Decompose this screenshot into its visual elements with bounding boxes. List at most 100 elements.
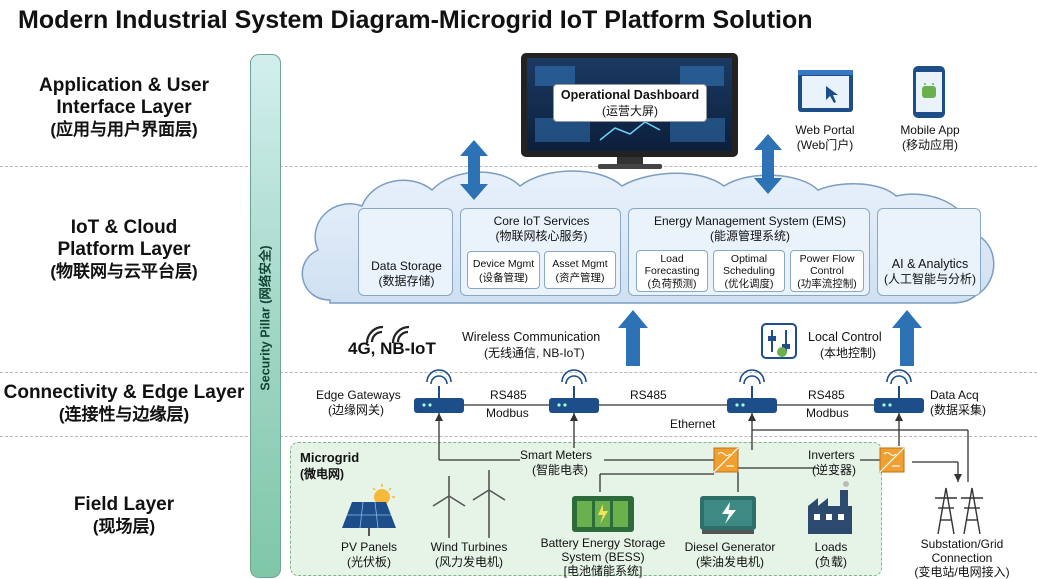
layer-connectivity-cn: (连接性与边缘层) — [58, 405, 190, 424]
pv-panels-cn: (光伏板) — [347, 555, 391, 569]
pv-panel-icon — [342, 484, 396, 536]
layer-application-title-line1: Application & User — [39, 75, 209, 96]
local-control-up-arrow — [892, 310, 922, 366]
load-forecasting-box: Load Forecasting (负荷预测) — [636, 250, 708, 292]
device-mgmt-box: Device Mgmt (设备管理) — [467, 251, 540, 289]
device-mgmt-label: Device Mgmt — [472, 258, 535, 270]
smart-meters-cn: (智能电表) — [532, 463, 588, 477]
loads-cn: (负载) — [815, 555, 847, 569]
dashboard-title: Operational Dashboard — [560, 88, 700, 102]
optimal-scheduling-box: Optimal Scheduling (优化调度) — [713, 250, 785, 292]
layer-iot-title-line1: IoT & Cloud — [70, 217, 178, 238]
data-storage-box: Data Storage (数据存储) — [358, 208, 453, 296]
load-forecasting-label-2: Forecasting — [644, 265, 700, 277]
load-forecasting-cn: (负荷预测) — [647, 278, 697, 290]
power-flow-control-box: Power Flow Control (功率流控制) — [790, 250, 864, 292]
layer-label-iot-cloud: IoT & Cloud Platform Layer (物联网与云平台层) — [0, 217, 248, 283]
inverters-cn: (逆变器) — [812, 463, 856, 477]
power-flow-label-1: Power Flow — [799, 253, 855, 265]
ems-label: Energy Management System (EMS) — [653, 214, 847, 228]
inverter-icon — [879, 447, 905, 473]
wireless-label: Wireless Communication — [462, 330, 601, 344]
battery-storage-icon — [572, 496, 634, 532]
data-storage-label: Data Storage — [371, 259, 442, 273]
web-portal-label: Web Portal — [795, 123, 855, 137]
optimal-scheduling-cn: (优化调度) — [724, 278, 774, 290]
layer-field-cn: (现场层) — [92, 517, 156, 536]
core-iot-cn: (物联网核心服务) — [495, 229, 588, 243]
power-flow-cn: (功率流控制) — [797, 278, 857, 290]
ai-analytics-cn: (人工智能与分析) — [884, 272, 976, 286]
rs485-label-2: RS485 — [630, 388, 667, 402]
microgrid-label: Microgrid — [300, 450, 360, 465]
smart-meters-label: Smart Meters — [520, 448, 593, 462]
dashboard-cn: (运营大屏) — [602, 104, 658, 118]
page-title: Modern Industrial System Diagram-Microgr… — [18, 6, 813, 34]
dashboard-cloud-arrow — [460, 140, 488, 200]
gateway-icon — [549, 369, 599, 413]
connection-arrowheads — [435, 413, 962, 482]
bess-label-2: System (BESS) — [561, 550, 645, 564]
rs485-label-3: RS485 — [808, 388, 845, 402]
wind-turbine-icon — [432, 470, 506, 538]
portal-cloud-arrow — [754, 134, 782, 194]
loads-label: Loads — [814, 540, 848, 554]
protocols-label: 4G, NB-IoT — [348, 339, 436, 358]
edge-gateways-label: Edge Gateways — [316, 388, 401, 402]
layer-application-cn: (应用与用户界面层) — [50, 120, 198, 139]
data-acq-label: Data Acq — [930, 388, 979, 402]
layer-iot-title-line2: Platform Layer — [57, 239, 191, 260]
web-portal-icon — [798, 70, 853, 112]
mobile-app-cn: (移动应用) — [902, 138, 958, 152]
wireless-up-arrow — [618, 310, 648, 366]
data-acq-cn: (数据采集) — [930, 403, 986, 417]
security-pillar — [250, 54, 281, 578]
mobile-app-icon — [913, 66, 945, 118]
optimal-scheduling-label-2: Scheduling — [723, 265, 775, 277]
substation-label-2: Connection — [931, 551, 993, 565]
ems-cn: (能源管理系统) — [710, 229, 790, 243]
diesel-generator-label: Diesel Generator — [684, 540, 776, 554]
asset-mgmt-label: Asset Mgmt — [552, 258, 608, 270]
layer-separator — [0, 372, 1037, 373]
device-mgmt-cn: (设备管理) — [479, 272, 528, 284]
wind-turbines-cn: (风力发电机) — [435, 555, 503, 569]
layer-connectivity-title: Connectivity & Edge Layer — [3, 382, 245, 403]
gateway-icon — [874, 369, 924, 413]
edge-gateways-cn: (边缘网关) — [328, 403, 384, 417]
layer-label-connectivity: Connectivity & Edge Layer (连接性与边缘层) — [0, 382, 248, 426]
asset-mgmt-cn: (资产管理) — [555, 272, 605, 284]
diesel-generator-icon — [700, 496, 756, 534]
wind-turbines-label: Wind Turbines — [430, 540, 508, 554]
ai-analytics-box: AI & Analytics (人工智能与分析) — [877, 208, 981, 296]
gateway-icon — [727, 369, 777, 413]
layer-label-application: Application & User Interface Layer (应用与用… — [0, 75, 248, 141]
load-forecasting-label-1: Load — [660, 253, 684, 265]
layer-label-field: Field Layer (现场层) — [0, 494, 248, 538]
core-iot-label: Core IoT Services — [493, 214, 590, 228]
pv-panels-label: PV Panels — [340, 540, 398, 554]
local-control-label: Local Control — [808, 330, 882, 344]
layer-iot-cn: (物联网与云平台层) — [50, 262, 198, 281]
layer-separator — [0, 436, 1037, 437]
transmission-tower-icon — [935, 487, 983, 535]
power-flow-label-2: Control — [810, 265, 844, 277]
ems-box: Energy Management System (EMS) (能源管理系统) … — [628, 208, 870, 296]
bess-label-1: Battery Energy Storage — [540, 536, 666, 550]
ethernet-label: Ethernet — [670, 417, 716, 431]
core-iot-services-box: Core IoT Services (物联网核心服务) Device Mgmt … — [460, 208, 621, 296]
modbus-label-3: Modbus — [806, 406, 849, 420]
layer-separator — [0, 166, 1037, 167]
gateway-icon — [414, 369, 464, 413]
local-control-icon — [761, 323, 797, 359]
microgrid-cn: (微电网) — [300, 467, 344, 481]
ai-analytics-label: AI & Analytics — [891, 257, 969, 271]
wireless-signal-icon — [365, 325, 410, 344]
mobile-app-label: Mobile App — [900, 123, 960, 137]
local-control-cn: (本地控制) — [820, 346, 876, 360]
factory-loads-icon — [808, 481, 852, 534]
substation-label-1: Substation/Grid — [920, 537, 1004, 551]
modbus-label-1: Modbus — [486, 406, 529, 420]
web-portal-cn: (Web门户) — [796, 138, 854, 152]
layer-field-title: Field Layer — [73, 494, 175, 515]
